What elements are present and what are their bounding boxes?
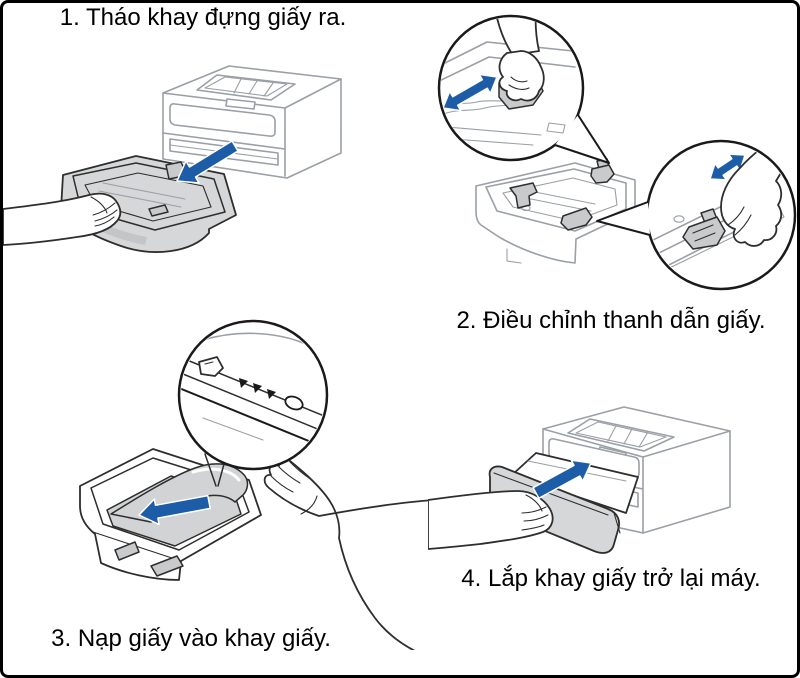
step3-caption: 3. Nạp giấy vào khay giấy. xyxy=(51,625,331,652)
callout-pointer xyxy=(596,201,651,236)
step4-caption: 4. Lắp khay giấy trở lại máy. xyxy=(461,565,761,592)
hand-illustration xyxy=(492,17,545,102)
callout-width-guide-content xyxy=(440,17,576,146)
callout-pointer xyxy=(554,114,610,164)
callout-stem xyxy=(204,453,225,487)
push-in-arrow-icon xyxy=(532,459,592,500)
step4-illustration xyxy=(428,406,731,554)
step1-illustration xyxy=(3,65,342,253)
hand-illustration xyxy=(263,457,433,650)
step1-caption: 1. Tháo khay đựng giấy ra. xyxy=(59,4,347,31)
step2-illustration xyxy=(437,14,797,291)
paper-tray-illustration xyxy=(475,158,636,264)
hand-illustration xyxy=(428,490,554,550)
max-fill-marks-icon xyxy=(239,378,276,399)
insert-paper-arrow-icon xyxy=(138,494,211,526)
callout-max-fill-mark xyxy=(177,319,329,471)
front-guide-clip xyxy=(114,541,140,561)
step2-caption: 2. Điều chỉnh thanh dẫn giấy. xyxy=(456,307,766,334)
adjust-length-arrow-icon xyxy=(709,153,746,181)
front-guide-clip xyxy=(150,555,184,577)
printer-illustration xyxy=(162,65,342,179)
adjust-width-arrow-icon xyxy=(442,73,498,112)
step3-illustration xyxy=(79,319,433,650)
pull-out-arrow-icon xyxy=(176,140,239,184)
hand-illustration xyxy=(3,192,122,246)
